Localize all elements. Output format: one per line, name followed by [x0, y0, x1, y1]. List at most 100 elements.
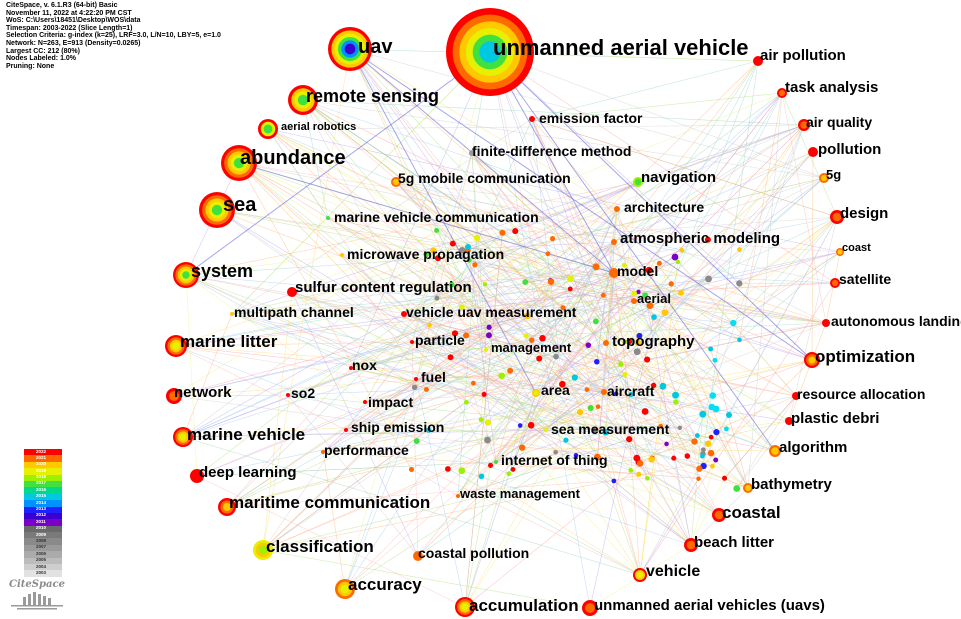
keyword-label[interactable]: waste management — [460, 486, 580, 501]
minor-keyword-node[interactable] — [434, 295, 440, 301]
minor-keyword-node[interactable] — [445, 466, 451, 472]
keyword-node[interactable] — [199, 192, 235, 228]
minor-keyword-node[interactable] — [645, 475, 650, 481]
minor-keyword-node[interactable] — [709, 392, 717, 399]
keyword-node[interactable] — [753, 56, 763, 66]
keyword-label[interactable]: navigation — [641, 169, 717, 186]
keyword-label[interactable]: performance — [324, 442, 409, 458]
minor-keyword-node[interactable] — [482, 282, 488, 287]
minor-keyword-node[interactable] — [411, 384, 418, 391]
minor-keyword-node[interactable] — [518, 444, 526, 451]
keyword-node[interactable] — [287, 287, 297, 297]
minor-keyword-node[interactable] — [678, 290, 684, 296]
keyword-node[interactable] — [633, 177, 643, 187]
keyword-label[interactable]: coast — [842, 242, 871, 254]
minor-keyword-node[interactable] — [650, 382, 657, 389]
minor-keyword-node[interactable] — [622, 339, 628, 345]
keyword-node[interactable] — [712, 508, 726, 522]
minor-keyword-node[interactable] — [618, 361, 624, 367]
minor-keyword-node[interactable] — [634, 339, 642, 347]
minor-keyword-node[interactable] — [636, 460, 644, 467]
keyword-label[interactable]: sea measurement — [551, 421, 670, 437]
minor-keyword-node[interactable] — [592, 427, 599, 434]
minor-keyword-node[interactable] — [547, 278, 555, 285]
minor-keyword-node[interactable] — [737, 247, 742, 252]
minor-keyword-node[interactable] — [675, 259, 681, 265]
keyword-node[interactable] — [218, 498, 236, 516]
minor-keyword-node[interactable] — [430, 247, 437, 254]
keyword-node[interactable] — [819, 173, 829, 183]
keyword-node[interactable] — [165, 335, 187, 357]
keyword-node[interactable] — [494, 460, 498, 464]
minor-keyword-node[interactable] — [576, 409, 584, 416]
minor-keyword-node[interactable] — [736, 280, 743, 287]
keyword-node[interactable] — [391, 177, 401, 187]
keyword-label[interactable]: classification — [266, 537, 374, 556]
keyword-label[interactable]: so2 — [291, 385, 316, 401]
keyword-label[interactable]: impact — [368, 394, 414, 410]
keyword-node[interactable] — [414, 377, 418, 381]
minor-keyword-node[interactable] — [613, 391, 619, 396]
minor-keyword-node[interactable] — [567, 275, 574, 282]
keyword-label[interactable]: internet of thing — [501, 452, 608, 468]
minor-keyword-node[interactable] — [633, 348, 641, 356]
keyword-node[interactable] — [631, 298, 637, 304]
keyword-label[interactable]: uav — [358, 36, 393, 58]
minor-keyword-node[interactable] — [730, 319, 737, 327]
minor-keyword-node[interactable] — [737, 337, 742, 343]
keyword-node[interactable] — [614, 206, 620, 212]
minor-keyword-node[interactable] — [408, 466, 415, 472]
keyword-node[interactable] — [344, 428, 348, 432]
minor-keyword-node[interactable] — [700, 453, 705, 459]
keyword-label[interactable]: atmospheric modeling — [620, 230, 781, 247]
keyword-label[interactable]: aerial — [637, 291, 671, 306]
minor-keyword-node[interactable] — [484, 436, 491, 444]
keyword-node[interactable] — [326, 216, 330, 220]
keyword-label[interactable]: aerial robotics — [281, 121, 357, 133]
keyword-label[interactable]: area — [541, 382, 570, 398]
minor-keyword-node[interactable] — [451, 330, 459, 337]
keyword-node[interactable] — [230, 312, 234, 316]
keyword-node[interactable] — [413, 551, 423, 561]
minor-keyword-node[interactable] — [642, 292, 649, 299]
keyword-node[interactable] — [349, 366, 353, 370]
minor-keyword-node[interactable] — [507, 367, 514, 374]
minor-keyword-node[interactable] — [713, 429, 720, 436]
minor-keyword-node[interactable] — [517, 423, 523, 428]
keyword-label[interactable]: vehicle — [646, 563, 701, 580]
minor-keyword-node[interactable] — [458, 467, 466, 475]
keyword-node[interactable] — [288, 85, 318, 115]
minor-keyword-node[interactable] — [628, 468, 634, 473]
minor-keyword-node[interactable] — [696, 476, 701, 481]
minor-keyword-node[interactable] — [699, 410, 707, 418]
minor-keyword-node[interactable] — [712, 357, 718, 363]
minor-keyword-node[interactable] — [447, 354, 454, 361]
keyword-label[interactable]: algorithm — [779, 439, 848, 456]
keyword-node[interactable] — [446, 8, 534, 96]
minor-keyword-node[interactable] — [527, 421, 535, 429]
keyword-label[interactable]: resource allocation — [797, 386, 926, 402]
minor-keyword-node[interactable] — [691, 438, 698, 445]
minor-keyword-node[interactable] — [413, 438, 420, 445]
keyword-node[interactable] — [173, 262, 199, 288]
keyword-label[interactable]: 5g — [826, 167, 842, 182]
minor-keyword-node[interactable] — [600, 292, 606, 298]
minor-keyword-node[interactable] — [549, 236, 556, 242]
minor-keyword-node[interactable] — [705, 275, 712, 283]
keyword-node[interactable] — [401, 311, 407, 317]
minor-keyword-node[interactable] — [573, 453, 579, 458]
minor-keyword-node[interactable] — [651, 314, 657, 320]
keyword-node[interactable] — [808, 147, 818, 157]
minor-keyword-node[interactable] — [481, 391, 487, 397]
minor-keyword-node[interactable] — [427, 322, 432, 328]
minor-keyword-node[interactable] — [672, 391, 680, 399]
minor-keyword-node[interactable] — [708, 403, 716, 411]
keyword-label[interactable]: vehicle uav measurement — [406, 304, 577, 320]
keyword-label[interactable]: optimization — [815, 347, 916, 366]
minor-keyword-node[interactable] — [488, 462, 494, 468]
keyword-node[interactable] — [836, 248, 844, 256]
minor-keyword-node[interactable] — [710, 463, 715, 469]
keyword-label[interactable]: nox — [352, 357, 377, 373]
keyword-node[interactable] — [258, 119, 278, 139]
minor-keyword-node[interactable] — [498, 372, 506, 380]
